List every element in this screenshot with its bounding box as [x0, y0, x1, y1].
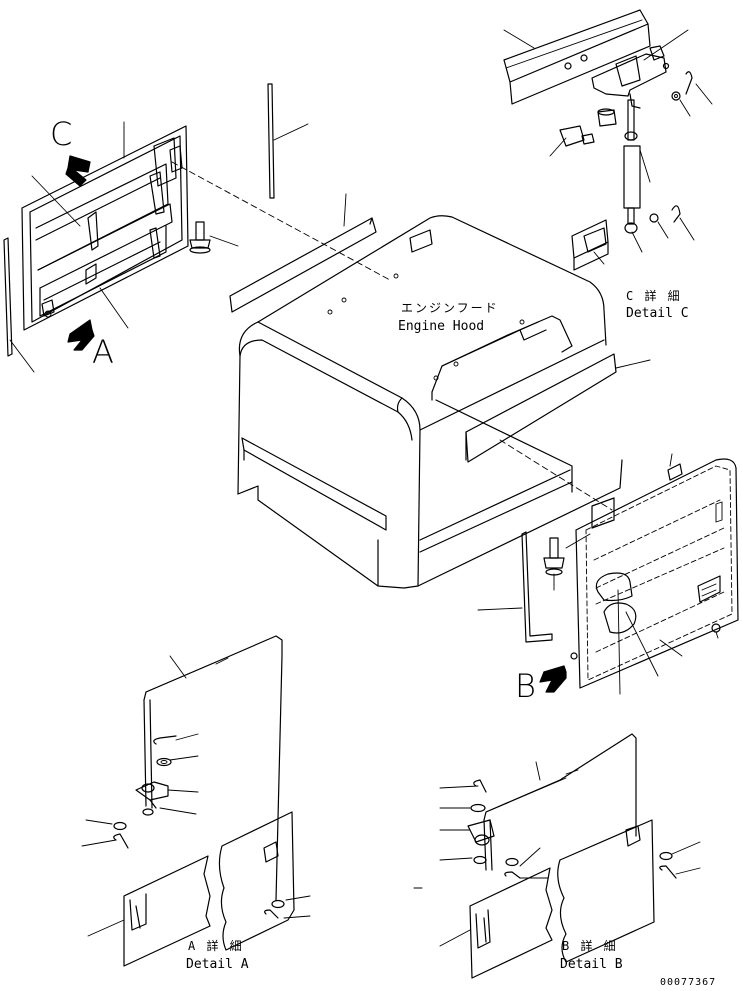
detail-b-label-en: Detail B [560, 957, 623, 972]
seal-loop [521, 531, 553, 643]
leader-line [31, 175, 81, 227]
seal-strip-top [229, 217, 377, 313]
detail-a [113, 635, 295, 967]
leader-line [593, 251, 605, 265]
leader-line [679, 217, 695, 241]
leader-line [99, 287, 129, 329]
leader-line [695, 83, 713, 105]
leader-line [639, 149, 651, 183]
leader-line [87, 919, 125, 937]
leader-line [565, 533, 591, 549]
left-seal-strip [3, 237, 13, 357]
leader-line [273, 123, 309, 141]
engine-hood-label-ja: エンジンフード [401, 301, 499, 315]
leader-line [343, 193, 347, 227]
leader-line [81, 839, 117, 847]
leader-line [519, 847, 541, 867]
view-arrow-b [539, 665, 567, 693]
leader-line [169, 755, 199, 761]
seal-strip-right [465, 353, 617, 463]
leader-line [439, 929, 471, 947]
detail-c-label-ja: C 詳 細 [626, 289, 682, 303]
leader-line [503, 29, 535, 49]
drawing-number: 00077367 [660, 977, 717, 988]
leader-line [439, 785, 479, 789]
view-arrow-a [67, 319, 95, 351]
view-label-b: B [515, 667, 536, 705]
view-label-c: C [50, 115, 73, 153]
detail-a-label-ja: A 詳 細 [188, 939, 244, 953]
leader-line [615, 359, 651, 369]
seal-strip-vertical [267, 83, 275, 199]
leader-line [175, 733, 199, 741]
leader-line [85, 819, 113, 825]
detail-b [467, 733, 677, 979]
leader-line [209, 235, 239, 247]
detail-c [503, 9, 693, 271]
right-side-door [570, 453, 739, 689]
bolt [189, 221, 211, 254]
bolt [543, 537, 565, 591]
detail-b-label-ja: B 詳 細 [562, 939, 618, 953]
reference-line [171, 161, 391, 281]
engine-hood-label-en: Engine Hood [398, 319, 485, 334]
reference-line [499, 439, 613, 511]
leader-line [9, 339, 35, 373]
leader-line [675, 867, 701, 875]
detail-c-label-en: Detail C [626, 306, 689, 321]
leader-line [657, 221, 669, 239]
detail-a-label-en: Detail A [186, 957, 249, 972]
leader-line [617, 589, 621, 695]
leader-line [549, 137, 567, 157]
leader-line [439, 857, 473, 861]
leader-line [625, 611, 659, 677]
engine-hood [237, 215, 623, 589]
leader-line [167, 789, 199, 793]
leader-line [477, 607, 523, 611]
leader-line [283, 915, 311, 919]
leader-line [159, 807, 197, 815]
leader-line [535, 761, 541, 781]
leader-line [659, 639, 683, 657]
leader-line [643, 29, 689, 61]
leader-line [679, 99, 691, 117]
leader-line [671, 841, 701, 855]
view-arrow-c [65, 155, 91, 187]
leader-line [285, 895, 311, 901]
left-side-door [21, 125, 189, 331]
leader-line [631, 231, 643, 253]
leader-line [169, 655, 187, 679]
view-label-a: A [92, 333, 114, 371]
